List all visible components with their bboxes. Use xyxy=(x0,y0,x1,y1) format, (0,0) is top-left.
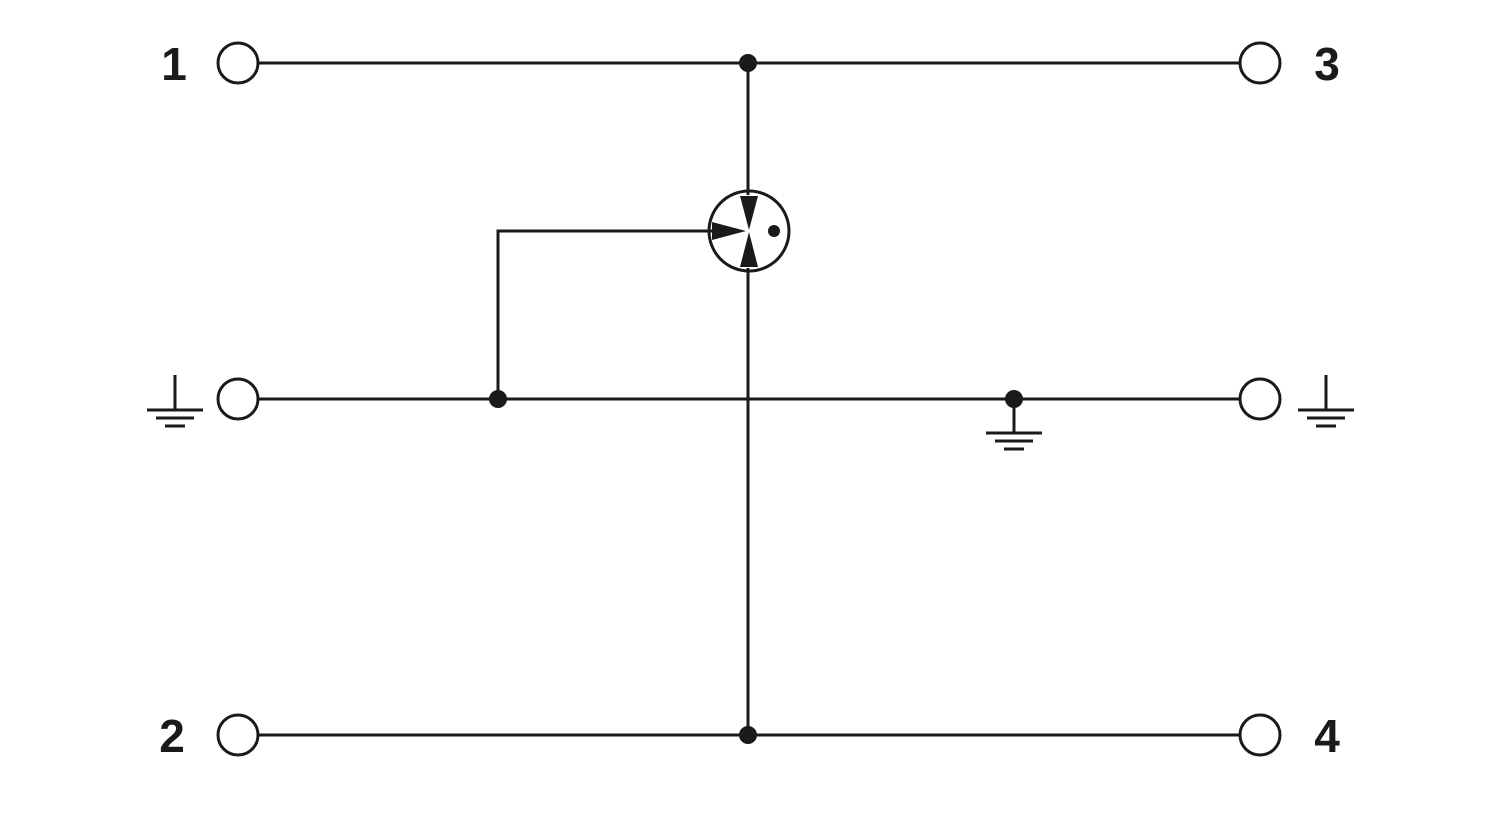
terminal-3 xyxy=(1238,41,1282,85)
junction-bottom xyxy=(739,726,757,744)
ground-icon xyxy=(986,399,1042,451)
terminal-4 xyxy=(1238,713,1282,757)
terminal-label-2: 2 xyxy=(159,710,185,762)
ground-icon xyxy=(1298,375,1354,428)
gas-discharge-tube-icon xyxy=(707,189,791,273)
terminal-1 xyxy=(216,41,260,85)
terminal-2 xyxy=(216,713,260,757)
terminal-label-3: 3 xyxy=(1314,38,1340,90)
junction-top xyxy=(739,54,757,72)
terminal-label-1: 1 xyxy=(161,38,187,90)
terminal-ground-right xyxy=(1238,377,1282,421)
ground-icon xyxy=(147,375,203,428)
terminal-label-4: 4 xyxy=(1314,710,1340,762)
terminal-ground-left xyxy=(216,377,260,421)
wire-ground-tap xyxy=(496,229,712,399)
junction-ground-left xyxy=(489,390,507,408)
